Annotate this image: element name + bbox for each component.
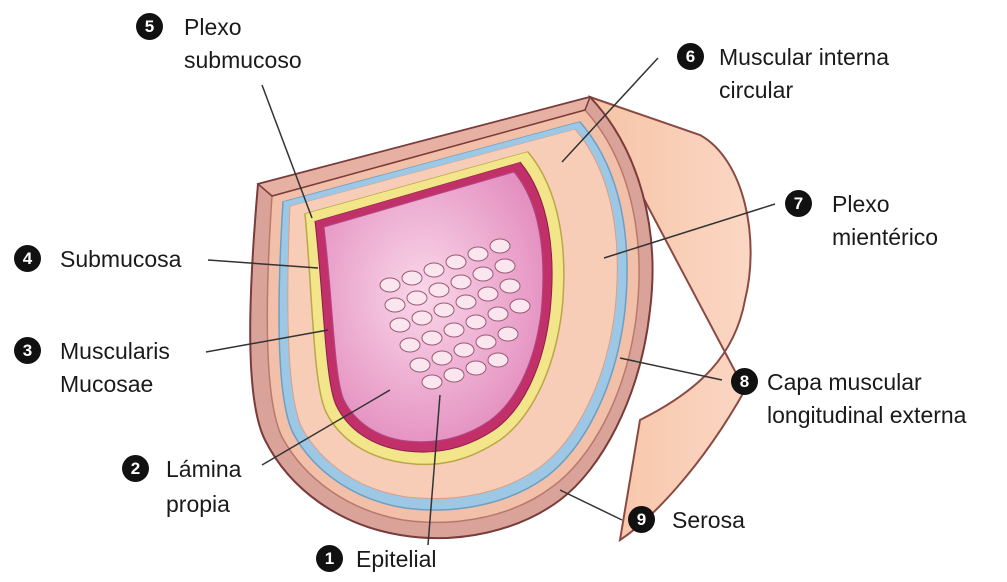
label-plexo-mienterico-line1: Plexo (832, 190, 890, 218)
number-badge-8: 8 (731, 368, 758, 395)
label-muscular-interna-line2: circular (719, 76, 793, 104)
label-muscular-interna-line1: Muscular interna (719, 43, 889, 71)
label-lamina-line1: Lámina (166, 455, 241, 483)
number-badge-6: 6 (677, 43, 704, 70)
number-badge-2: 2 (122, 455, 149, 482)
number-badge-3: 3 (14, 337, 41, 364)
label-serosa: Serosa (672, 506, 745, 534)
number-badge-7: 7 (785, 190, 812, 217)
leader-9 (560, 490, 622, 520)
label-muscularis-line1: Muscularis (60, 337, 170, 365)
label-plexo-submucoso-line2: submucoso (184, 46, 302, 74)
label-muscularis-line2: Mucosae (60, 370, 153, 398)
label-lamina-line2: propia (166, 490, 230, 518)
label-capa-muscular-line2: longitudinal externa (767, 401, 966, 429)
label-epitelial: Epitelial (356, 545, 437, 573)
number-badge-5: 5 (136, 13, 163, 40)
number-badge-4: 4 (14, 245, 41, 272)
label-submucosa: Submucosa (60, 245, 181, 273)
number-badge-9: 9 (628, 506, 655, 533)
label-plexo-mienterico-line2: mientérico (832, 223, 938, 251)
label-plexo-submucoso-line1: Plexo (184, 13, 242, 41)
number-badge-1: 1 (316, 545, 343, 572)
label-capa-muscular-line1: Capa muscular (767, 368, 922, 396)
